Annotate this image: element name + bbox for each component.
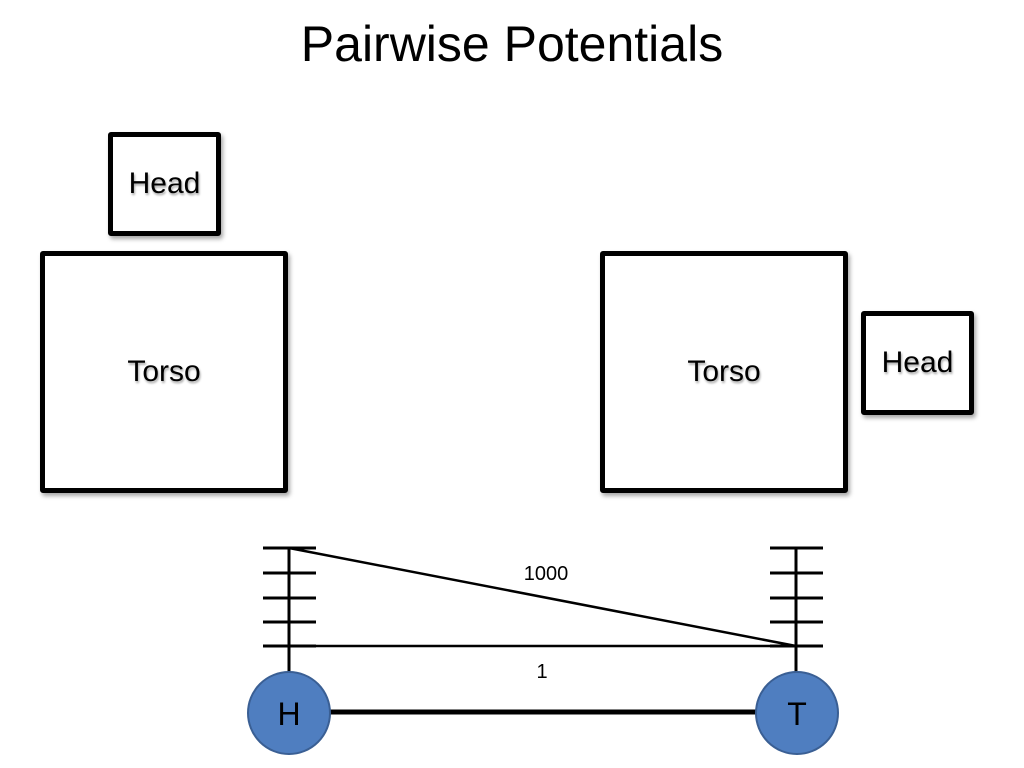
node-t-circle — [755, 671, 839, 755]
node-h-circle — [247, 671, 331, 755]
edge-weight-label-high: 1000 — [524, 563, 569, 585]
torso-label-right: Torso — [687, 355, 761, 388]
torso-box-left: Torso — [40, 251, 288, 493]
head-label-right: Head — [881, 346, 954, 379]
head-box-left: Head — [108, 132, 221, 236]
edge-weight-label-low: 1 — [536, 661, 547, 683]
head-box-right: Head — [861, 311, 974, 415]
node-h-label: H — [277, 696, 300, 732]
torso-label-left: Torso — [127, 355, 201, 388]
edge-high-cost — [288, 546, 797, 648]
slide-title: Pairwise Potentials — [300, 16, 724, 72]
head-label-left: Head — [128, 167, 201, 200]
torso-box-right: Torso — [600, 251, 848, 493]
node-t-label: T — [787, 696, 807, 732]
